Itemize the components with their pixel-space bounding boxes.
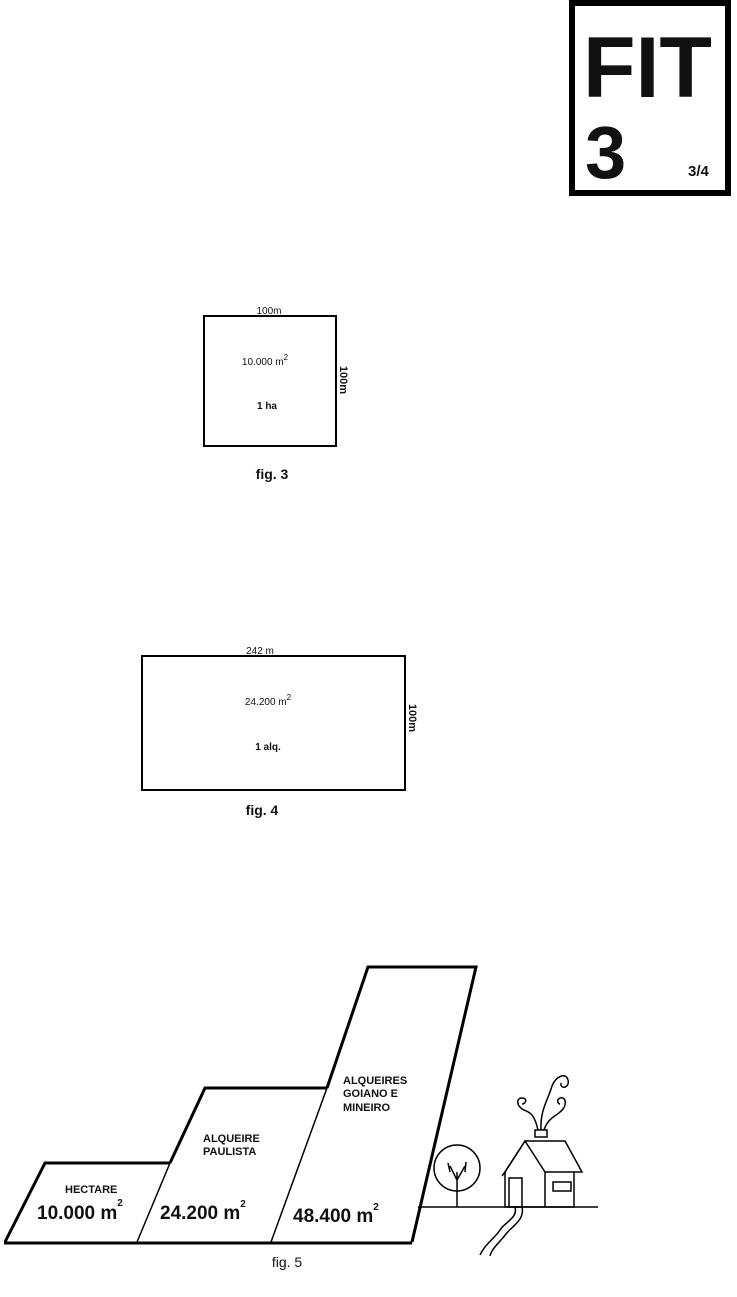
fig4-area: 24.200 m2 [245,693,292,708]
tree-icon [433,1144,481,1207]
figure-4: 242 m 24.200 m2 1 alq. 100m fig. 4 [141,646,418,818]
figure-5-labels: HECTARE 10.000 m2 ALQUEIRE PAULISTA 24.2… [37,1075,407,1270]
house-icon [479,1075,584,1257]
figure-5 [3,965,598,1257]
badge-title: FIT [583,20,712,116]
hectare-label: HECTARE [65,1184,117,1196]
hectare-area: 10.000 m2 [37,1198,123,1224]
figure-3: 100m 10.000 m2 1 ha 100m fig. 3 [203,306,349,482]
fig3-caption: fig. 3 [256,466,289,482]
goiano-label-line1: ALQUEIRES [343,1075,407,1087]
paulista-label-line2: PAULISTA [203,1146,256,1158]
hectare-shape [3,1161,170,1243]
goiano-label-line3: MINEIRO [343,1102,391,1114]
badge-border [569,0,731,196]
fit-badge: FIT 3 3/4 [569,0,731,196]
paulista-label-line1: ALQUEIRE [203,1133,260,1145]
fig3-unit: 1 ha [257,401,277,412]
paulista-shape [168,1086,327,1164]
fig4-top-label: 242 m [246,646,274,657]
goiano-area: 48.400 m2 [293,1202,379,1227]
badge-page: 3/4 [688,163,710,180]
fig3-area: 10.000 m2 [242,353,289,368]
fig3-top-label: 100m [256,306,281,317]
fig4-unit: 1 alq. [255,742,281,753]
hectare-divider [136,1162,171,1243]
paulista-area: 24.200 m2 [160,1199,246,1224]
fig4-caption: fig. 4 [246,802,279,818]
paulista-divider [270,1087,328,1243]
hectare-square [203,315,337,447]
fig3-side-label: 100m [337,366,349,394]
goiano-label-line2: GOIANO E [343,1088,398,1100]
alqueire-rectangle [141,655,406,791]
fig4-side-label: 100m [406,704,418,732]
badge-number: 3 [585,111,626,194]
fig5-caption: fig. 5 [272,1254,303,1270]
goiano-shape [325,965,478,1243]
